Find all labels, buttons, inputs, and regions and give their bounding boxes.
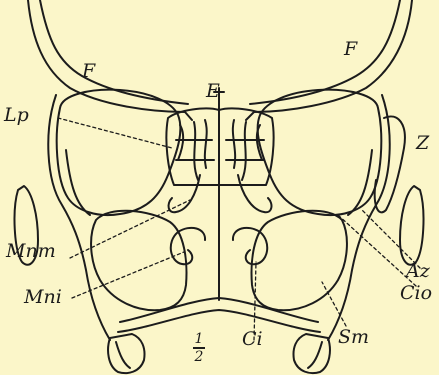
maxillary-sinus-right bbox=[252, 211, 347, 311]
label-E: E bbox=[206, 82, 220, 101]
label-Mnm: Mnm bbox=[6, 242, 56, 261]
maxillary-sinus-left bbox=[91, 211, 186, 311]
fragment-right bbox=[400, 186, 423, 265]
inferior-concha-left bbox=[171, 228, 205, 264]
label-F-left: F bbox=[82, 62, 95, 81]
label-Lp: Lp bbox=[4, 106, 29, 125]
label-half: 1 2 bbox=[192, 332, 206, 364]
label-Az: Az bbox=[406, 262, 430, 281]
tooth-left bbox=[108, 334, 144, 373]
label-Mni: Mni bbox=[24, 288, 62, 307]
label-half-numerator: 1 bbox=[192, 332, 206, 346]
label-Z: Z bbox=[416, 134, 429, 153]
leader-Mnm bbox=[70, 200, 190, 258]
leader-Mni bbox=[72, 252, 184, 298]
label-Cio: Cio bbox=[400, 284, 432, 303]
inferior-concha-right bbox=[233, 228, 267, 264]
label-Ci: Ci bbox=[242, 330, 263, 349]
tooth-right bbox=[294, 334, 330, 373]
label-F-right: F bbox=[344, 40, 357, 59]
label-Sm: Sm bbox=[338, 328, 369, 347]
label-half-denominator: 2 bbox=[192, 350, 206, 364]
middle-concha-right bbox=[238, 175, 271, 212]
leader-Lp bbox=[58, 118, 172, 148]
leader-Sm bbox=[322, 282, 346, 326]
